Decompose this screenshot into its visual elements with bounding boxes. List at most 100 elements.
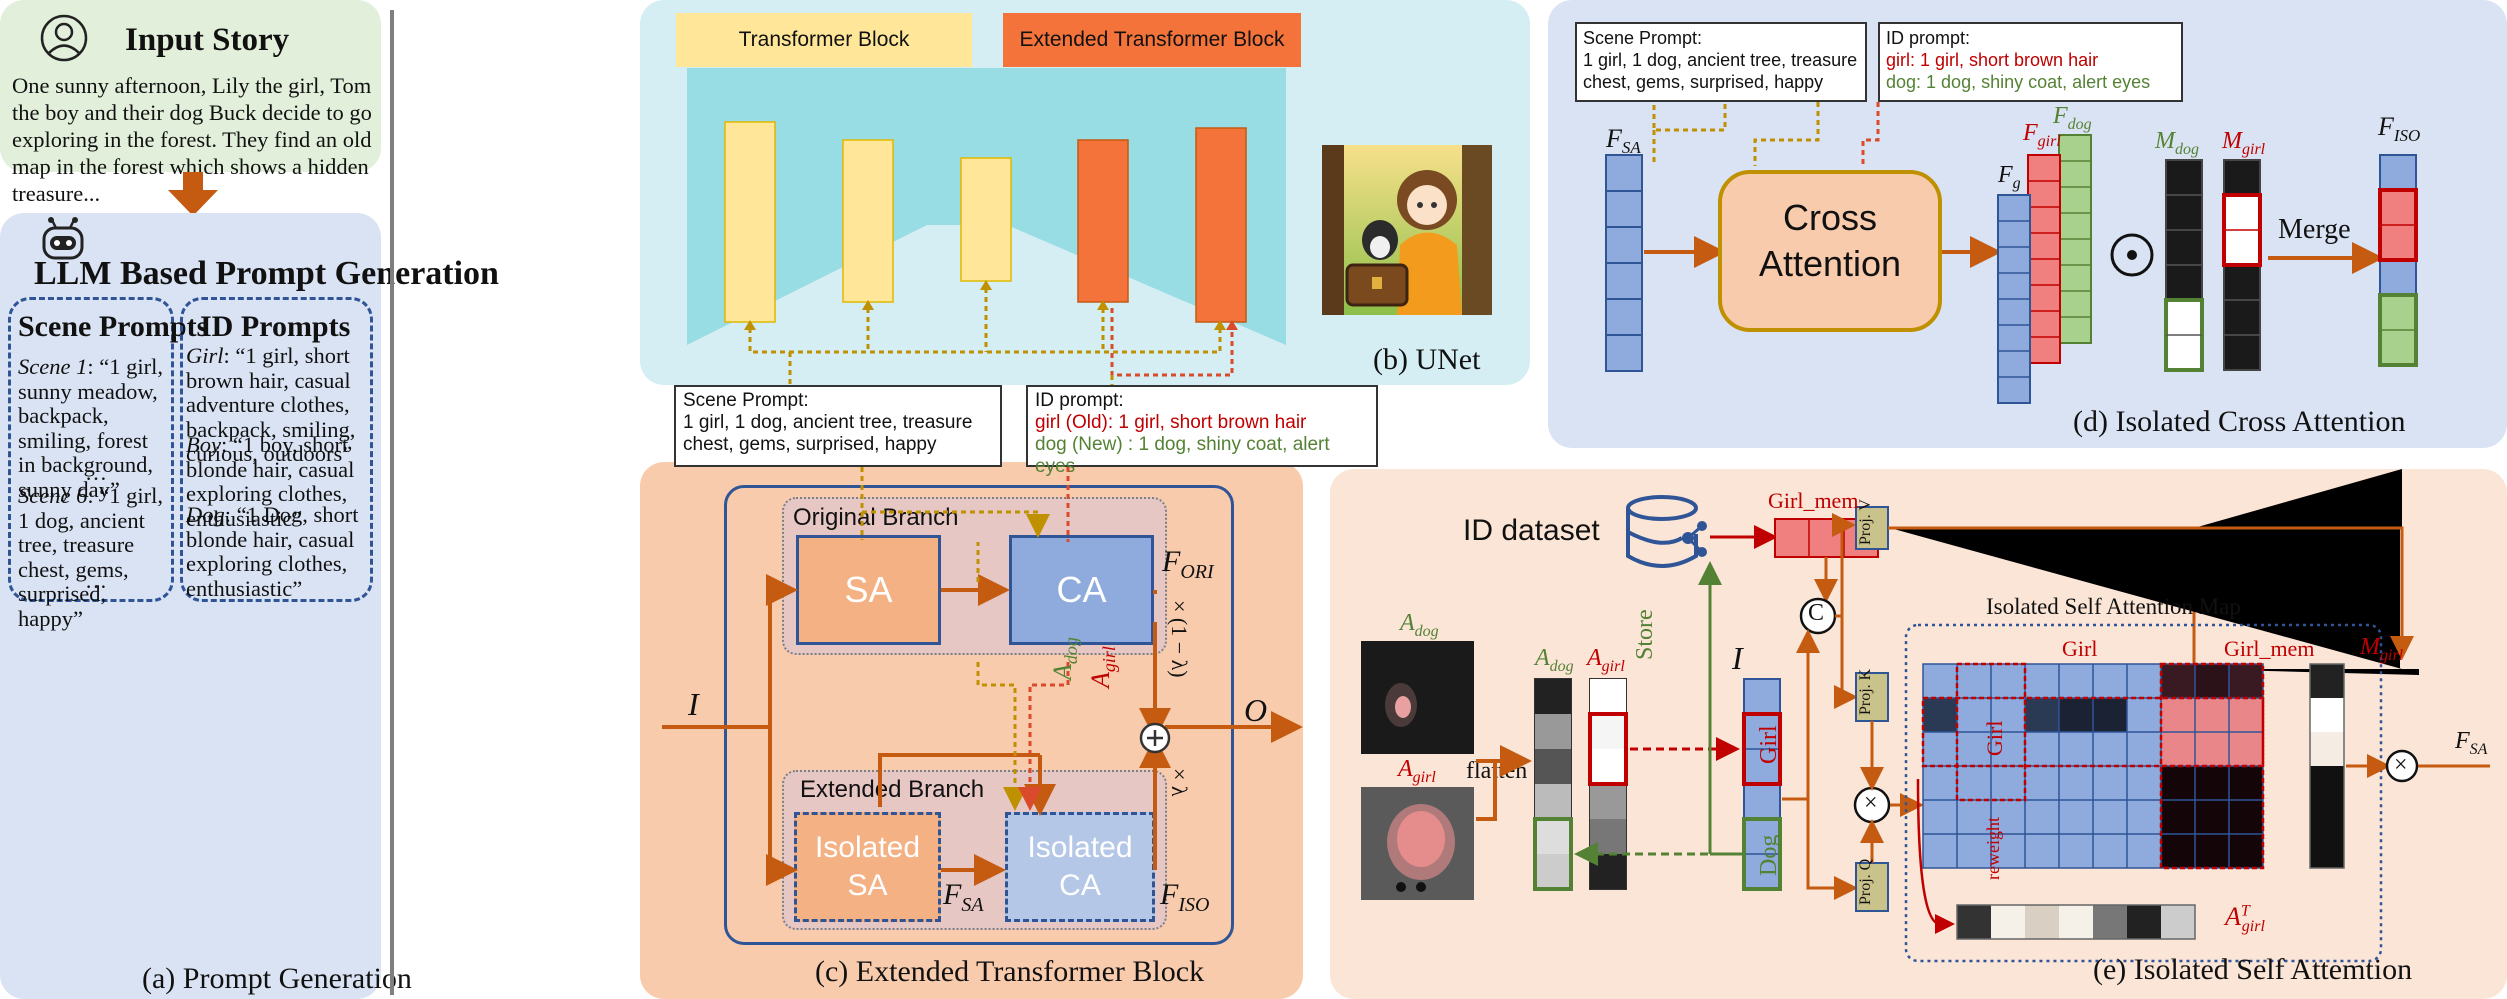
input-i-c: I [688, 686, 699, 722]
f-iso-d-sub: ISO [2393, 126, 2421, 146]
anime-girl-dog-illustration [1322, 145, 1492, 315]
col-a-dog-f: A [1535, 645, 1550, 671]
m-girl-label-e: Mgirl [2360, 634, 2403, 665]
proj-q-label: Proj. Q [1857, 858, 1874, 905]
scene-6-prompt: Scene 6: “1 girl, 1 dog, ancient tree, t… [18, 483, 168, 631]
f-sa-c-f: F [943, 878, 962, 911]
isolated-sa-block: Isolated SA [794, 812, 941, 922]
user-icon [40, 14, 88, 62]
original-branch-label: Original Branch [793, 504, 959, 531]
m-girl-d-f: M [2222, 128, 2242, 154]
m-girl-e-sub: girl [2380, 646, 2404, 664]
legend-transformer-block: Transformer Block [676, 13, 972, 67]
mult-lambda: × λ [1167, 768, 1192, 797]
f-sa-e-f: F [2455, 728, 2470, 754]
scene-1-prompt: Scene 1: “1 girl, sunny meadow, backpack… [18, 354, 168, 502]
a-dog-e-sub: dog [1414, 622, 1439, 640]
cross-attention-label: Cross Attention [1758, 197, 1902, 284]
scene-prompt-title-d: Scene Prompt: [1583, 28, 1703, 48]
id-prompt-girl-d: girl: 1 girl, short brown hair [1886, 50, 2099, 70]
f-ori-f: F [1162, 545, 1181, 578]
a-girl-label-c: Agirl [1086, 646, 1120, 688]
a-dog-label-e: Adog [1400, 610, 1439, 641]
map-title: Isolated Self Attention Map [1986, 594, 2241, 619]
id-prompt-girl-c: girl (Old): 1 girl, short brown hair [1035, 412, 1307, 433]
isolated-sa-label: Isolated SA [814, 831, 921, 902]
scene-dots-2: … [85, 568, 107, 593]
f-sa-label-c: FSA [943, 878, 984, 917]
f-iso-label-d: FISO [2378, 112, 2420, 146]
self-attention-diagram [1476, 469, 2490, 963]
f-girl-d-f: F [2023, 120, 2038, 146]
id-prompt-box-d: ID prompt: girl: 1 girl, short brown hai… [1878, 22, 2183, 102]
input-story-panel [0, 0, 381, 172]
a-girl-t-f: A [2225, 902, 2241, 931]
id-dataset-label: ID dataset [1463, 514, 1600, 547]
m-dog-sub: dog [2175, 140, 2199, 158]
caption-a: (a) Prompt Generation [142, 962, 412, 995]
f-dog-d-sub: dog [2067, 115, 2092, 133]
f-girl-d-sub: girl [2037, 132, 2061, 150]
f-iso-label-c: FISO [1160, 878, 1209, 917]
a-girl-e-f: A [1398, 756, 1413, 782]
f-iso-c-f: F [1160, 878, 1179, 911]
robot-icon [38, 216, 88, 264]
a-dog-c-f: A [1048, 664, 1077, 680]
divider [390, 10, 394, 995]
scene-prompt-text-c: 1 girl, 1 dog, ancient tree, treasure ch… [683, 412, 973, 455]
f-g-sub: g [2012, 174, 2021, 192]
cross-attention-diagram [1605, 102, 2418, 404]
unet-diagram [687, 68, 1286, 385]
a-girl-c-sub: girl [1099, 646, 1120, 673]
dog-id-text: : “1 Dog, short blonde hair, casual expl… [186, 502, 359, 601]
a-girl-t-sup: T [2240, 902, 2250, 920]
a-dog-attention-image [1361, 641, 1474, 754]
legend-extended-block: Extended Transformer Block [1003, 13, 1301, 67]
f-ori-label: FORI [1162, 545, 1214, 584]
id-prompt-dog-d: dog: 1 dog, shiny coat, alert eyes [1886, 72, 2151, 92]
scene-6-label: Scene 6 [18, 483, 88, 508]
col-a-girl-f: A [1587, 645, 1602, 671]
input-i-e: I [1732, 640, 1743, 676]
id-prompts-box [180, 297, 373, 602]
scene-dots-1: … [85, 460, 107, 485]
m-girl-e-f: M [2360, 634, 2380, 660]
dog-id-label: Dog [186, 502, 225, 527]
a-girl-t-label: ATgirl [2225, 902, 2265, 936]
scene-1-text: : “1 girl, sunny meadow, backpack, smili… [18, 354, 163, 502]
f-g-f: F [1998, 162, 2013, 188]
output-o-c: O [1244, 692, 1268, 728]
f-sa-e-sub: SA [2469, 740, 2488, 758]
dog-id-prompt: Dog: “1 Dog, short blonde hair, casual e… [186, 502, 370, 601]
a-girl-e-sub: girl [1412, 768, 1436, 786]
multiply-icon-kq: × [1864, 790, 1878, 816]
m-dog-label: Mdog [2155, 128, 2199, 159]
scene-prompts-title: Scene Prompts [18, 310, 209, 343]
ca-label: CA [1056, 569, 1107, 610]
f-girl-label-d: Fgirl [2023, 120, 2061, 151]
legend-transformer-label: Transformer Block [738, 28, 910, 51]
map-girl-mem-label: Girl_mem [2224, 636, 2315, 661]
col-a-dog-label: Adog [1535, 645, 1574, 676]
scene-prompt-text-d: 1 girl, 1 dog, ancient tree, treasure ch… [1583, 50, 1858, 92]
a-girl-label-e: Agirl [1398, 756, 1436, 787]
scene-prompt-box-c: Scene Prompt: 1 girl, 1 dog, ancient tre… [674, 385, 1002, 467]
f-dog-label-d: Fdog [2053, 103, 2092, 134]
f-iso-c-sub: ISO [1178, 894, 1210, 916]
m-girl-d-sub: girl [2242, 140, 2266, 158]
col-a-girl-label: Agirl [1587, 645, 1625, 676]
llm-title: LLM Based Prompt Generation [34, 255, 499, 292]
arrow-down-icon [168, 172, 218, 218]
ca-block: CA [1009, 535, 1154, 645]
f-g-label: Fg [1998, 162, 2021, 193]
sa-label: SA [844, 569, 893, 610]
map-girl-label: Girl [2062, 636, 2098, 661]
caption-e: (e) Isolated Self Attemtion [2093, 953, 2413, 986]
mult-one-minus-lambda: × (1 − λ) [1167, 600, 1192, 678]
f-sa-d-sub: SA [1621, 138, 1641, 158]
id-prompt-box-c: ID prompt: girl (Old): 1 girl, short bro… [1026, 385, 1378, 477]
girl-mem-label: Girl_mem [1768, 488, 1859, 513]
llm-panel [0, 213, 381, 999]
scene-prompts-box [8, 297, 174, 602]
input-story-title: Input Story [125, 22, 290, 58]
